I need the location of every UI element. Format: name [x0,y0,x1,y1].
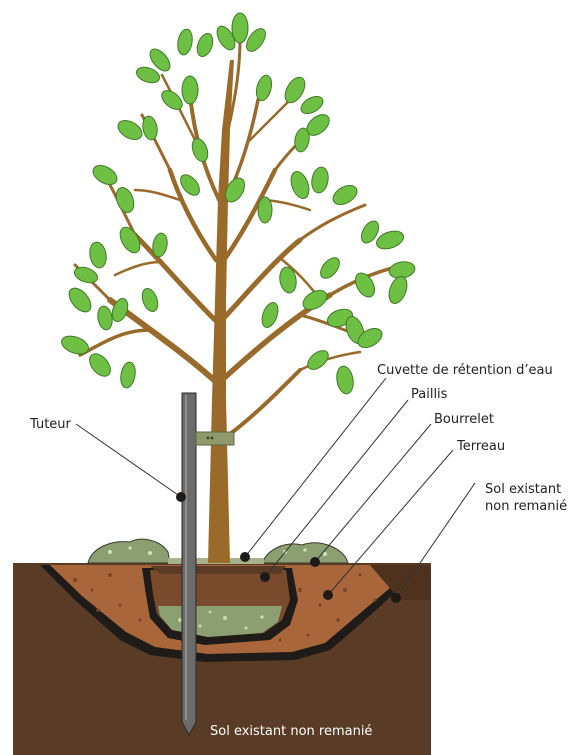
label-bourrelet: Bourrelet [434,412,494,427]
mulch-rim-left [88,539,170,563]
label-tuteur: Tuteur [29,417,72,432]
label-sol-existant-line1: Sol existant [485,482,561,497]
label-cuvette: Cuvette de rétention d’eau [377,363,553,378]
mulch-rim-right [262,543,348,563]
stake [182,393,196,735]
label-paillis: Paillis [411,387,448,402]
label-terreau: Terreau [456,439,505,454]
ground [13,539,431,755]
tree [59,13,416,563]
label-sol-bottom: Sol existant non remanié [210,724,372,739]
tree-tie [196,432,234,445]
label-sol-existant-line2: non remanié [485,499,567,514]
